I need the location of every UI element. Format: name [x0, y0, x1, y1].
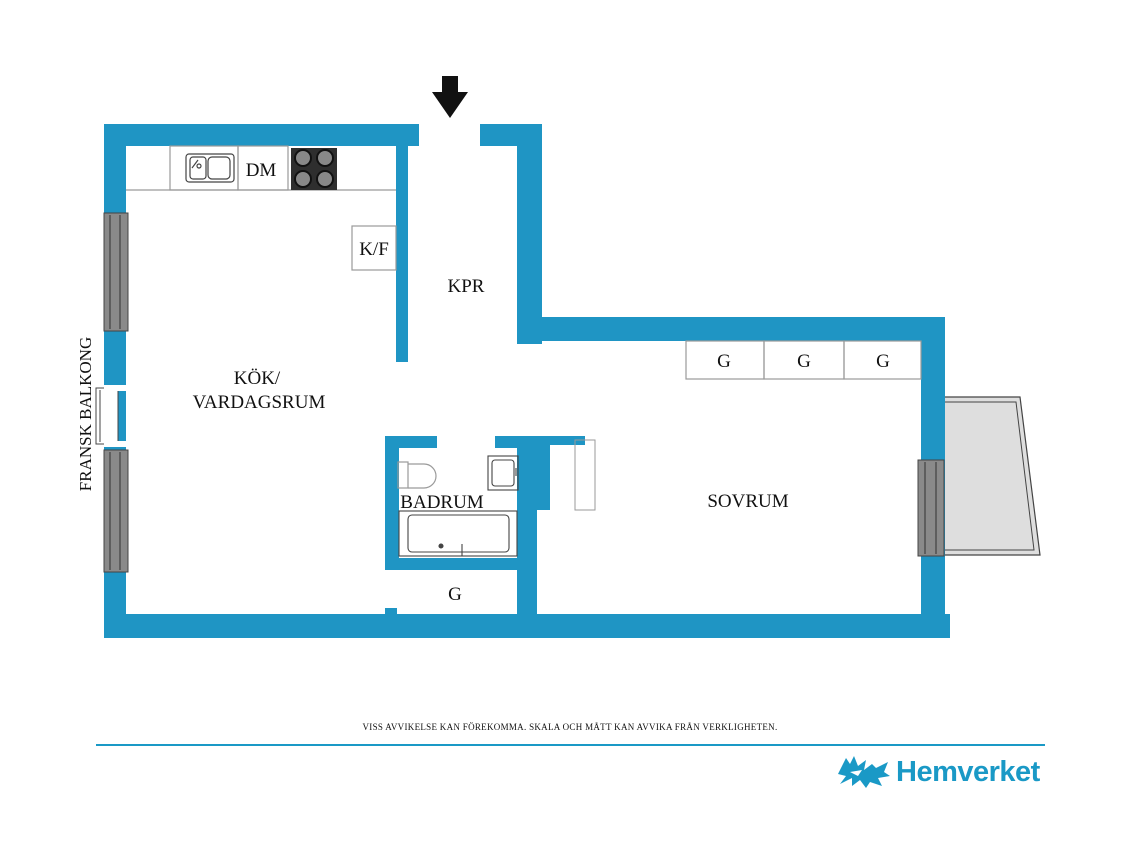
- kitchen-counter: [126, 145, 396, 191]
- room-label-closet: G: [448, 584, 462, 605]
- floor-plan: DM K/F G G G KÖK/ VARDAGSRUM KPR BADRUM …: [76, 76, 1041, 638]
- fridge-label: K/F: [359, 239, 389, 260]
- room-label-kitchen-living-2: VARDAGSRUM: [193, 392, 326, 413]
- washbasin-icon: [487, 455, 519, 491]
- room-label-bedroom: SOVRUM: [707, 491, 788, 512]
- wardrobe-label-3: G: [876, 351, 890, 372]
- wardrobe-label-2: G: [797, 351, 811, 372]
- bathroom-cabinet: [574, 439, 596, 511]
- wardrobes: [685, 340, 922, 380]
- disclaimer-text: VISS AVVIKELSE KAN FÖREKOMMA. SKALA OCH …: [362, 722, 778, 732]
- room-label-bathroom: BADRUM: [400, 492, 484, 513]
- griffin-icon: [838, 756, 890, 788]
- stove-icon: [291, 148, 337, 190]
- fridge-outline: [351, 225, 397, 271]
- wardrobe-label-1: G: [717, 351, 731, 372]
- room-label-hall: KPR: [448, 276, 485, 297]
- sink-icon: [185, 153, 235, 183]
- down-arrow-icon: [432, 76, 468, 118]
- french-balcony-door: [95, 385, 126, 447]
- door-openings: [397, 120, 595, 614]
- brand-name: Hemverket: [896, 755, 1040, 788]
- french-balcony-label: FRANSK BALKONG: [76, 337, 95, 491]
- toilet-icon: [397, 461, 437, 489]
- balcony-slab: [943, 396, 1041, 556]
- windows: [103, 212, 945, 573]
- walls: [104, 124, 950, 638]
- dishwasher-label: DM: [246, 160, 277, 181]
- divider: [96, 744, 1045, 746]
- brand-logo: Hemverket: [836, 752, 1040, 792]
- room-label-kitchen-living: KÖK/: [234, 368, 281, 389]
- bathtub-icon: [398, 510, 518, 557]
